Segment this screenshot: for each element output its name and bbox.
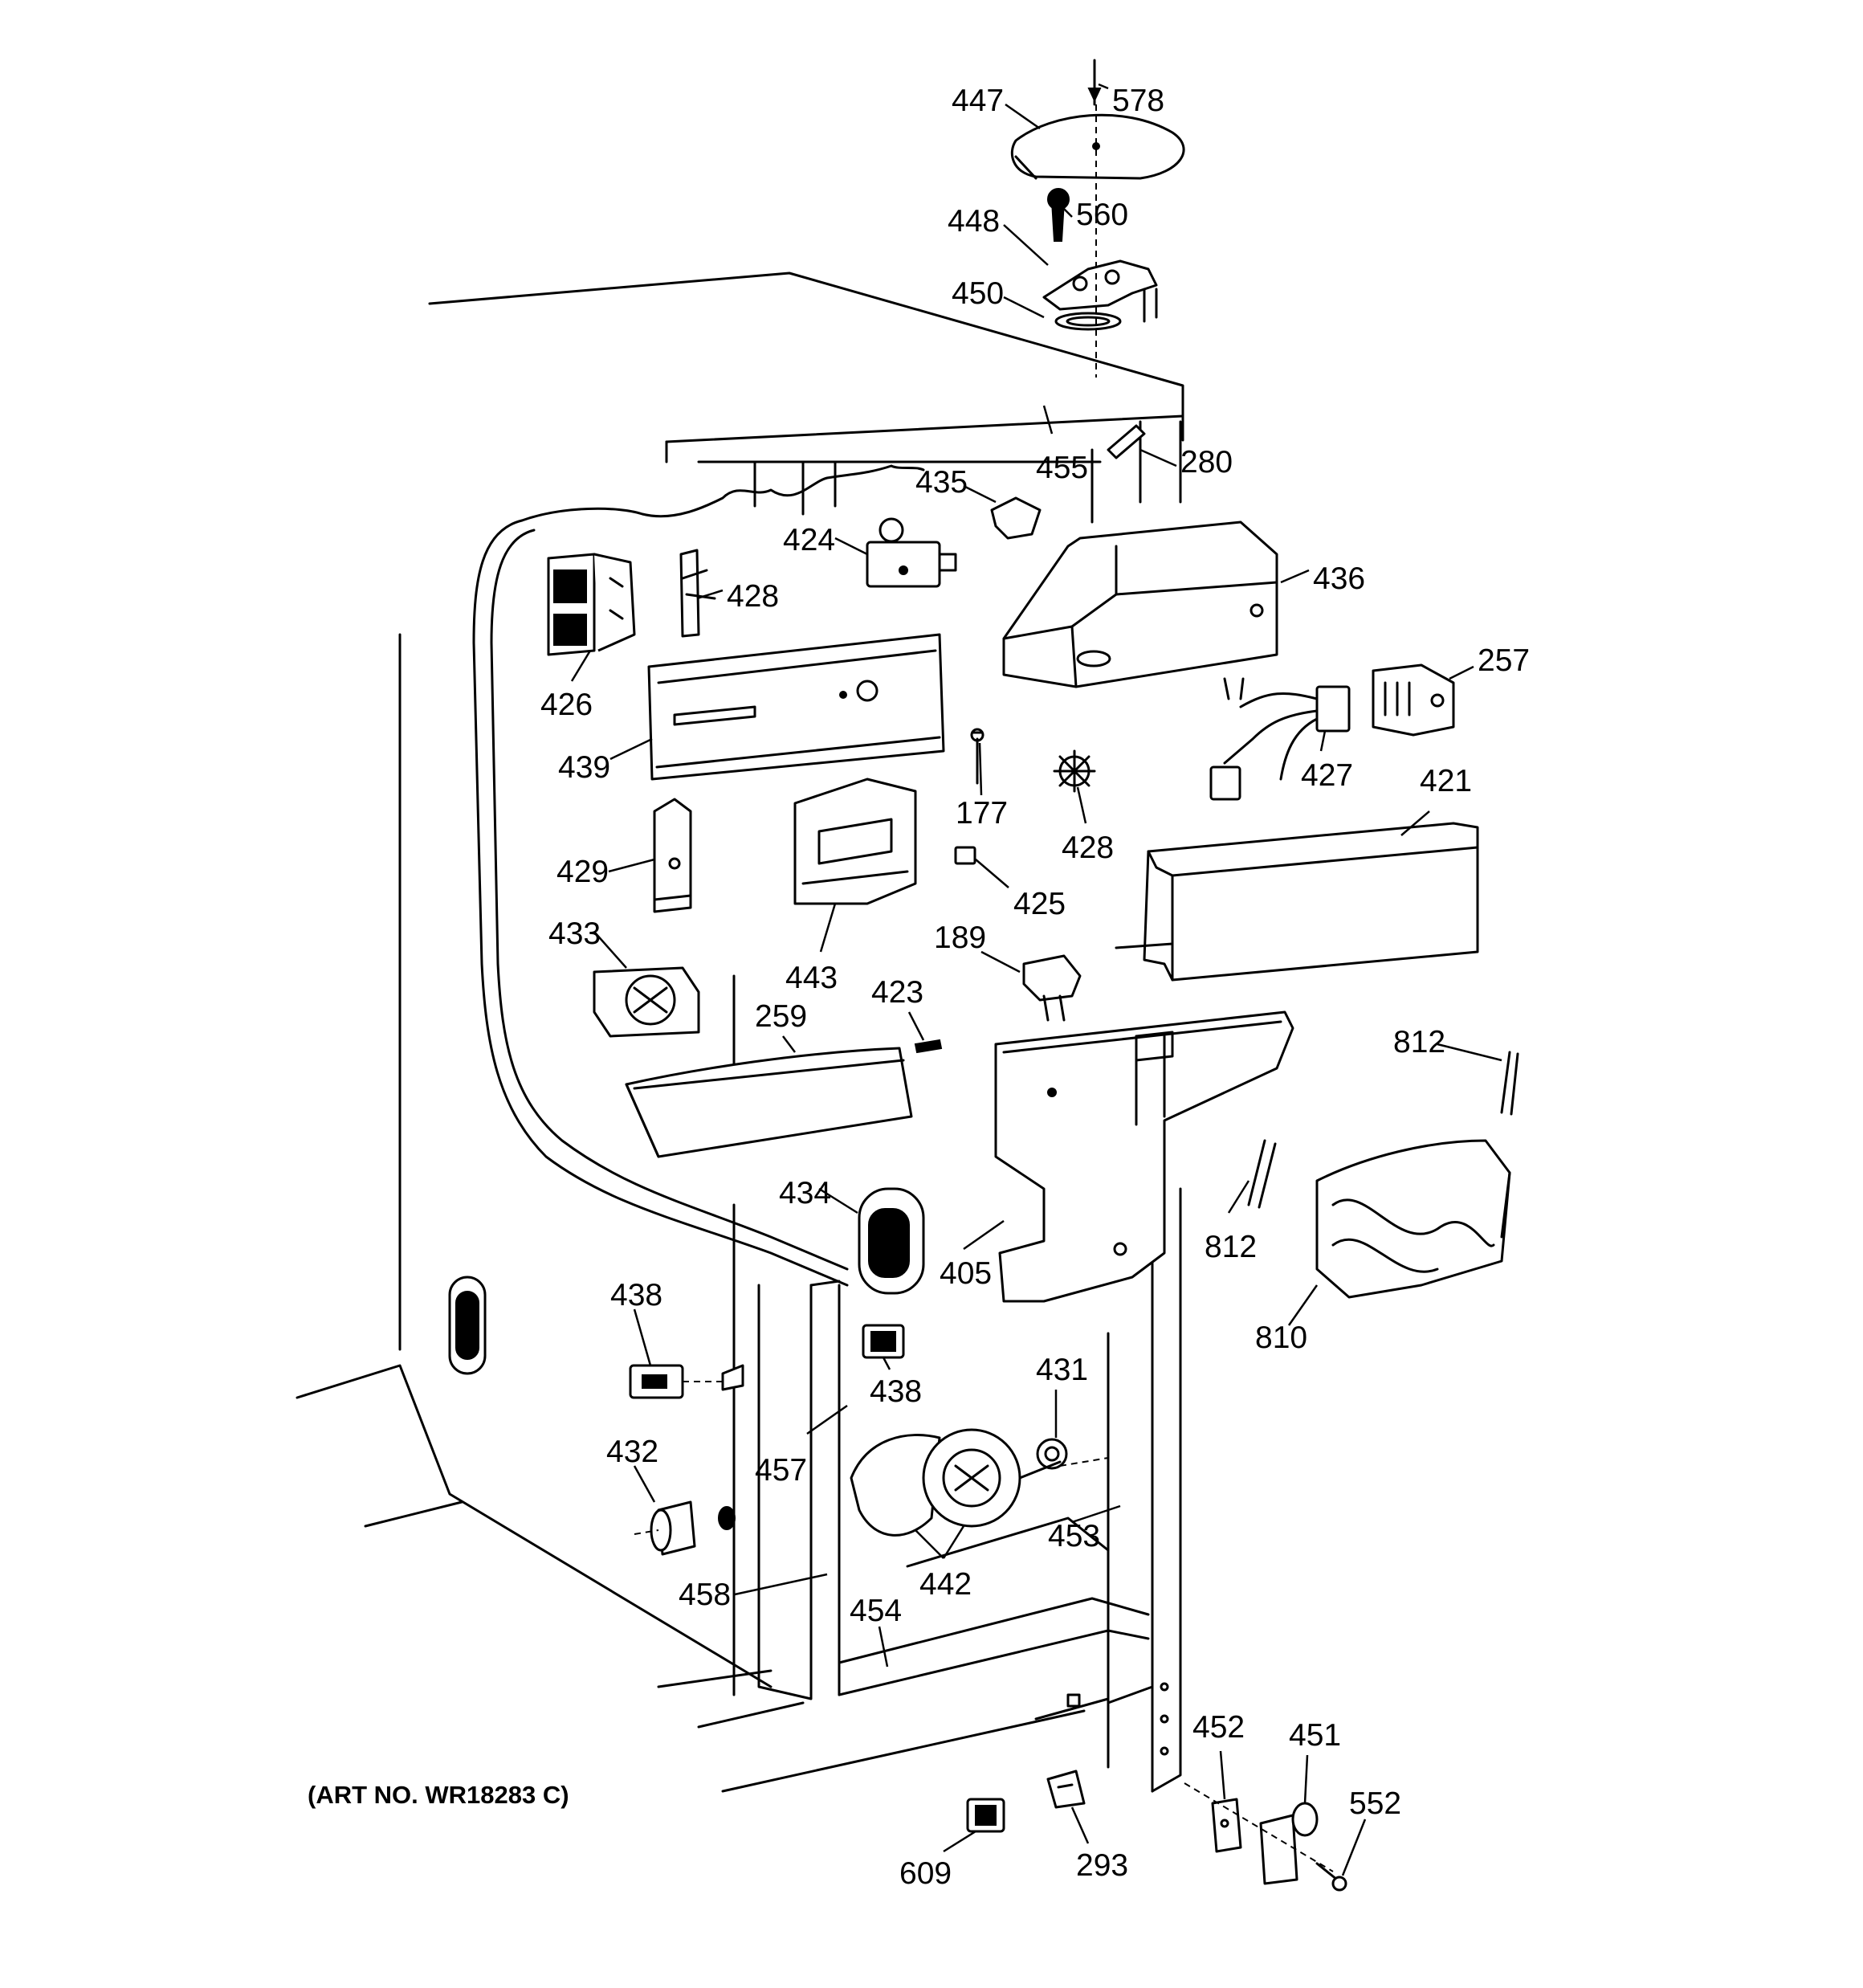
callout-436: 436: [1313, 561, 1365, 596]
callout-431: 431: [1036, 1353, 1088, 1387]
callout-448: 448: [948, 204, 1000, 239]
hinge-451: [1259, 1802, 1319, 1885]
callout-293: 293: [1076, 1848, 1128, 1883]
callout-439: 439: [558, 750, 610, 785]
air-duct-405: [994, 1010, 1294, 1303]
screw-177: [970, 728, 984, 785]
leader-lines: [570, 83, 1502, 1876]
bushing-432: [634, 1500, 736, 1556]
callout-454: 454: [850, 1594, 902, 1628]
gear-428: [1053, 749, 1096, 793]
bracket-429: [653, 798, 692, 913]
screw-552: [1315, 1862, 1347, 1892]
switch-426: [547, 553, 636, 656]
callout-453: 453: [1048, 1519, 1100, 1553]
light-lens-434: [858, 1187, 925, 1295]
callout-447: 447: [952, 84, 1004, 118]
tube-812-left: [1247, 1139, 1277, 1209]
callout-443: 443: [785, 961, 838, 995]
fan-433: [593, 966, 700, 1038]
callout-405: 405: [940, 1256, 992, 1291]
callout-458: 458: [679, 1578, 731, 1612]
callout-189: 189: [934, 921, 986, 955]
callout-451: 451: [1289, 1718, 1341, 1753]
top-hinge-cover-447: [1010, 113, 1185, 180]
cabinet-frame: [296, 271, 1184, 1793]
callout-609: 609: [899, 1856, 952, 1891]
clip-435: [990, 496, 1042, 540]
water-valve-810: [1315, 1139, 1511, 1299]
art-number: (ART NO. WR18283 C): [308, 1781, 569, 1809]
bracket-428-upper: [679, 549, 716, 638]
callout-442: 442: [919, 1567, 972, 1602]
callout-450: 450: [952, 276, 1004, 311]
cover-259: [625, 1047, 913, 1158]
callout-435: 435: [915, 465, 968, 500]
callout-labels: 447 578 448 560 450 455 280 435 424 428 …: [540, 84, 1530, 1891]
tube-812-right: [1500, 1051, 1519, 1116]
callout-438-left: 438: [610, 1278, 662, 1312]
tee-fitting-189: [1022, 954, 1082, 1022]
callout-455: 455: [1036, 451, 1088, 485]
callout-429: 429: [556, 855, 609, 889]
channel-439: [647, 633, 945, 781]
pin-423: [914, 1039, 943, 1054]
callout-280: 280: [1180, 445, 1233, 480]
light-socket-280: [1107, 424, 1146, 459]
bracket-452: [1211, 1798, 1242, 1853]
callout-177: 177: [956, 796, 1008, 831]
callout-578: 578: [1112, 84, 1164, 118]
control-knobs-442: [850, 1428, 1109, 1537]
callout-812-left: 812: [1205, 1230, 1257, 1264]
callout-812-right: 812: [1393, 1025, 1445, 1059]
callout-438-right: 438: [870, 1374, 922, 1409]
callout-552: 552: [1349, 1786, 1401, 1821]
callout-428-lower: 428: [1062, 831, 1114, 865]
callout-423: 423: [871, 975, 923, 1010]
callout-427: 427: [1301, 758, 1353, 793]
callout-433: 433: [548, 916, 601, 951]
callout-424: 424: [783, 523, 835, 557]
wiring-harness-427: [1209, 677, 1351, 801]
switch-438-right: [862, 1324, 905, 1359]
callout-432: 432: [606, 1435, 658, 1469]
callout-257: 257: [1478, 643, 1530, 678]
switch-609: [966, 1798, 1005, 1833]
screw-578: [1087, 59, 1102, 106]
callout-428-upper: 428: [727, 579, 779, 614]
callout-259: 259: [755, 999, 807, 1034]
switch-438-left: [629, 1364, 744, 1399]
callout-426: 426: [540, 688, 593, 722]
callout-452: 452: [1192, 1710, 1245, 1745]
callout-425: 425: [1013, 887, 1066, 921]
callout-457: 457: [755, 1453, 807, 1488]
callout-421: 421: [1420, 764, 1472, 798]
channel-421: [1115, 822, 1479, 982]
callout-434: 434: [779, 1176, 831, 1210]
clip-293: [1046, 1770, 1086, 1809]
timer-257: [1372, 663, 1455, 737]
block-425: [954, 846, 976, 865]
control-housing-436: [1002, 520, 1278, 688]
thermostat-424: [866, 517, 957, 588]
hinge-bracket-450: [1042, 259, 1158, 331]
mounting-plate-443: [793, 778, 917, 905]
callout-560: 560: [1076, 198, 1128, 232]
hinge-pin-448: [1047, 188, 1070, 242]
callout-810: 810: [1255, 1321, 1307, 1355]
